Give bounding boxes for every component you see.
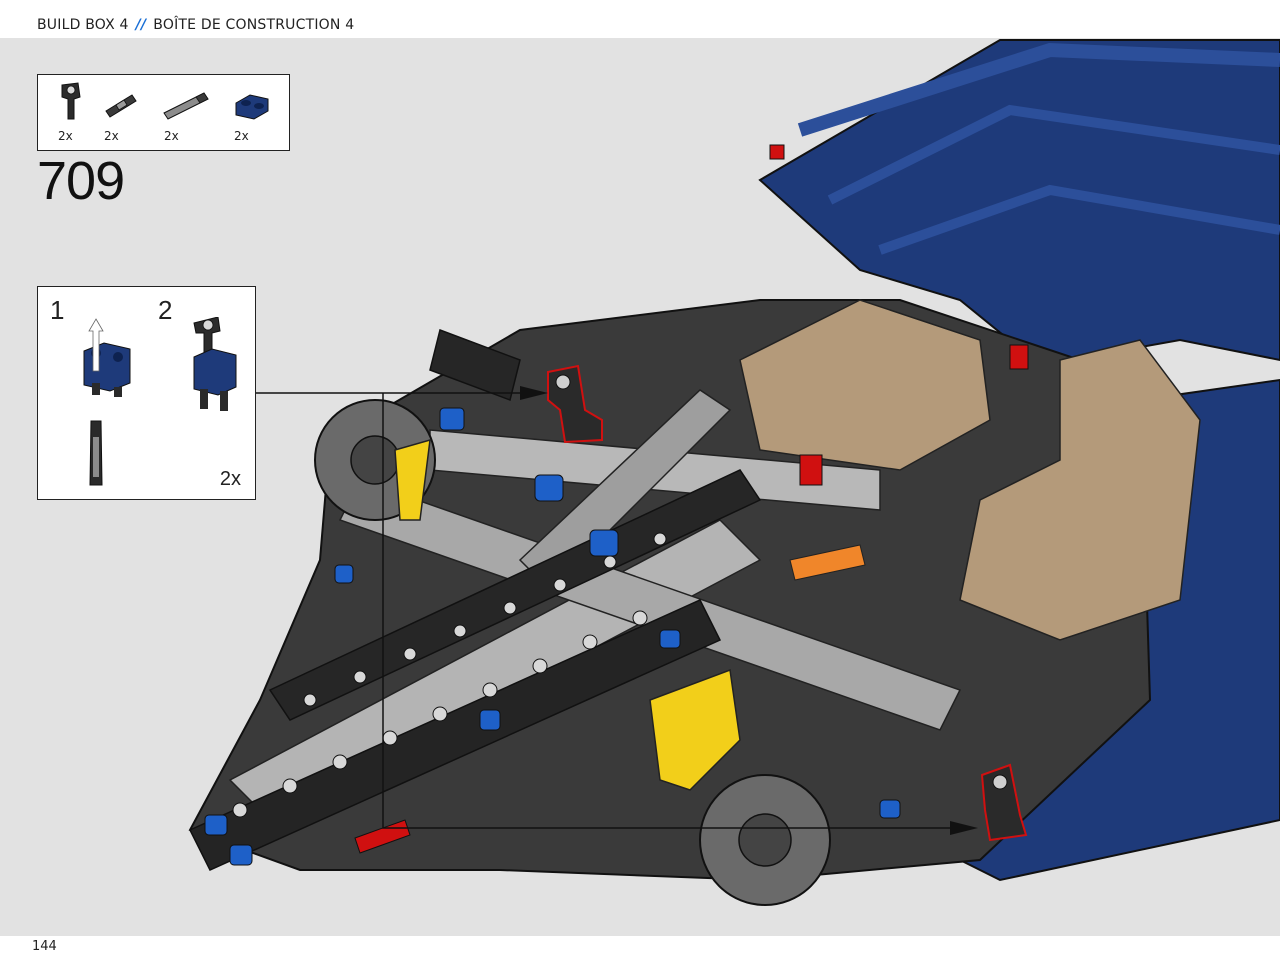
new-part-highlight-bottom (980, 763, 1028, 842)
part-qty: 2x (104, 129, 119, 143)
axle-pin-icon (105, 94, 137, 118)
sub-step-2-illustration (193, 317, 237, 411)
axle-icon (163, 92, 209, 120)
part-blue-liftarm: 2x (232, 81, 272, 143)
build-box-label-en: BUILD BOX 4 (37, 17, 129, 33)
callout-arrow-top (256, 386, 548, 400)
header-separator: // (135, 17, 147, 33)
page-header: BUILD BOX 4 // BOÎTE DE CONSTRUCTION 4 (0, 0, 1280, 38)
page-number: 144 (32, 939, 57, 954)
part-qty: 2x (234, 129, 249, 143)
build-box-title: BUILD BOX 4 // BOÎTE DE CONSTRUCTION 4 (37, 17, 354, 33)
parts-list: 2x 2x 2x 2x (37, 74, 290, 151)
callout-multiplier: 2x (219, 468, 241, 490)
part-axle-pin: 2x (102, 81, 142, 143)
sub-assembly-callout: 1 2 2x (37, 286, 256, 500)
connector-peg-icon (61, 82, 81, 120)
sub-step-1-illustration (83, 318, 131, 486)
new-part-highlight-top (547, 364, 603, 444)
lego-model-illustration (188, 39, 1280, 906)
callout-arrow-bottom (382, 393, 978, 835)
part-qty: 2x (164, 129, 179, 143)
build-box-label-fr: BOÎTE DE CONSTRUCTION 4 (153, 17, 355, 33)
sub-step-2-number: 2 (158, 295, 173, 325)
part-connector-peg: 2x (56, 81, 84, 143)
part-qty: 2x (58, 129, 73, 143)
blue-liftarm-icon (235, 94, 269, 120)
instruction-canvas (0, 38, 1280, 936)
sub-step-1-number: 1 (50, 295, 65, 325)
step-number: 709 (37, 151, 125, 211)
part-axle: 2x (160, 81, 212, 143)
page-footer: 144 (0, 936, 1280, 974)
